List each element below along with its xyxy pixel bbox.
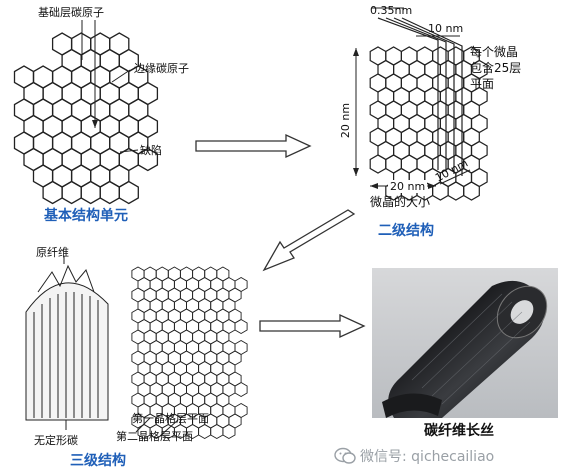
panel-basic-structure: 基础层碳原子 边缘碳原子 缺陷 基本结构单元: [0, 0, 200, 235]
lattice-hexagon: [234, 318, 248, 335]
lattice-hexagon: [42, 180, 63, 205]
lattice-hexagon: [99, 180, 120, 205]
precursor-fibril-label: 原纤维: [36, 246, 69, 259]
defect-label: 缺陷: [140, 144, 162, 157]
watermark-text: 微信号: qichecailiao: [360, 449, 495, 465]
bottom-width-label: 20 nm: [388, 180, 428, 193]
lattice-hexagon: [80, 180, 101, 205]
second-lattice-plane-label: 第二晶格层平面: [116, 430, 193, 443]
panel-secondary-structure: 0.35nm 10 nm 每个微晶 包含25层 平面 20 nm 20 nm 1…: [330, 0, 564, 240]
lattice-hexagon: [369, 154, 387, 174]
wechat-icon: [334, 447, 356, 464]
amorphous-carbon-label: 无定形碳: [34, 434, 78, 447]
lattice-hexagon: [431, 181, 449, 201]
carbon-fiber-spool-photo: [372, 268, 558, 418]
tertiary-structure-caption: 三级结构: [70, 453, 126, 469]
secondary-structure-caption: 二级结构: [378, 223, 434, 239]
first-lattice-plane-label: 第一晶格层平面: [132, 412, 209, 425]
lattice-hexagon: [222, 423, 236, 440]
lattice-hexagon: [234, 381, 248, 398]
thickness-label: 0.35nm: [370, 4, 413, 17]
basic-structure-caption: 基本结构单元: [44, 208, 128, 224]
layers-note-line1: 每个微晶: [470, 45, 519, 59]
lattice-planes-drawing: [131, 266, 248, 440]
lattice-hexagon: [210, 423, 224, 440]
edge-carbon-label: 边缘碳原子: [134, 62, 189, 75]
lattice-hexagon: [463, 181, 480, 201]
layers-note-line2: 包含25层: [470, 61, 522, 75]
panel-carbon-fiber: 碳纤维长丝: [372, 268, 560, 473]
lattice-hexagon: [61, 180, 82, 205]
arrow-right-2: [259, 313, 366, 339]
fibril-bundle-drawing: [25, 256, 109, 430]
basal-carbon-label: 基础层碳原子: [38, 6, 104, 19]
lattice-hexagon: [137, 147, 159, 172]
carbon-fiber-caption: 碳纤维长丝: [424, 423, 494, 439]
panel-tertiary-structure: 原纤维 无定形碳 第一晶格层平面 第二晶格层平面 三级结构: [0, 240, 250, 473]
lattice-hexagon: [198, 423, 212, 440]
crystal-size-label: 微晶的大小: [370, 195, 431, 209]
height-label: 20 nm: [339, 102, 353, 139]
arrow-right-1: [195, 133, 312, 159]
lattice-hexagon: [118, 180, 139, 205]
hexagonal-lattice-drawing: [13, 20, 159, 205]
lattice-hexagon: [447, 181, 465, 201]
width-label: 10 nm: [428, 22, 464, 35]
arrow-down-left: [262, 209, 356, 272]
layers-note-line3: 平面: [470, 77, 495, 91]
